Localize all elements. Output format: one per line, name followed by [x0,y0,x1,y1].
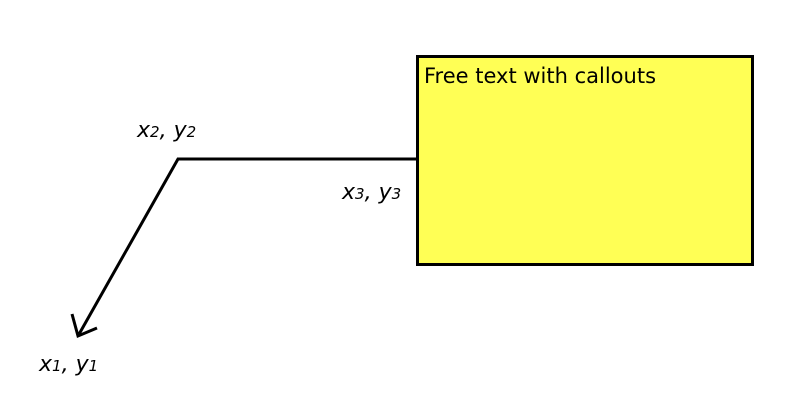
point-label-x3-y3: x3, y3 [342,180,401,207]
callout-leader-line [76,157,416,337]
arrowhead-icon [70,313,98,339]
label-var-x: x [39,352,53,377]
label-sub-x: 2 [150,123,160,141]
label-var-x: x [342,180,356,205]
label-var-y: y [378,180,392,205]
label-sep: , [364,180,379,205]
label-sub-y: 3 [391,185,402,203]
point-label-x1-y1: x1, y1 [39,352,98,379]
label-sep: , [61,352,76,377]
label-sub-x: 3 [355,185,365,203]
label-sub-x: 1 [52,357,62,375]
label-sub-y: 2 [186,123,197,141]
free-text-callout-box[interactable]: Free text with callouts [416,55,754,266]
callout-text: Free text with callouts [424,64,657,88]
label-var-y: y [75,352,89,377]
label-var-x: x [137,118,151,143]
label-var-y: y [173,118,187,143]
point-label-x2-y2: x2, y2 [137,118,196,145]
label-sep: , [159,118,174,143]
label-sub-y: 1 [88,357,99,375]
